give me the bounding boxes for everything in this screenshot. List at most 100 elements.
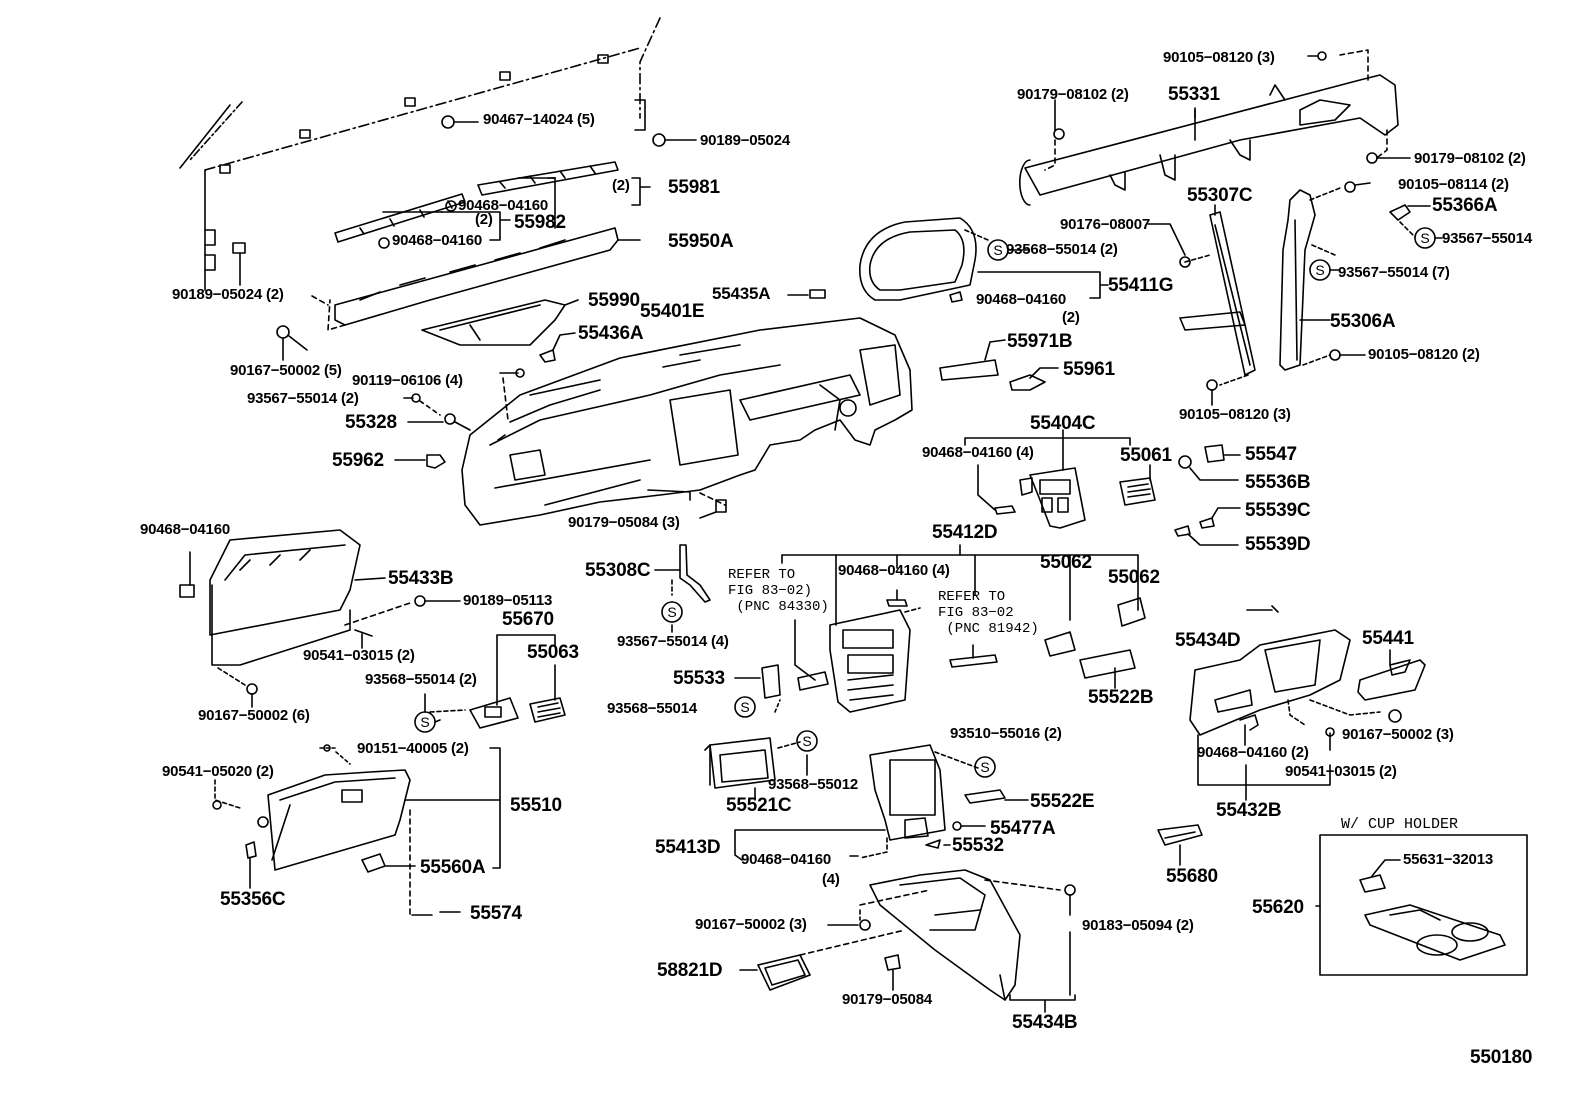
part-55063-register (529, 664, 566, 723)
screw-marker-letter: S (802, 733, 811, 749)
label-55990: 55990 (588, 290, 640, 311)
label-90468-04160-a: 90468−04160 (458, 197, 548, 214)
label-90468-04160-2: 90468−04160 (2) (1197, 744, 1309, 761)
part-55401E-instrument-panel (461, 317, 913, 526)
part-55982-outline (334, 193, 511, 249)
label-55413D: 55413D (655, 837, 721, 858)
label-90468-04160-4-b: 90468−04160 (4) (838, 562, 950, 579)
label-55521C: 55521C (726, 795, 792, 816)
label-55331: 55331 (1168, 84, 1220, 105)
label-55539C: 55539C (1245, 500, 1311, 521)
part-55412D-center-cluster (781, 544, 1146, 713)
part-55306A-bracket (1279, 181, 1371, 371)
label-55434D: 55434D (1175, 630, 1241, 651)
label-55477A: 55477A (990, 818, 1056, 839)
label-90167-50002-5: 90167−50002 (5) (230, 362, 342, 379)
label-55532: 55532 (952, 835, 1004, 856)
label-90541-03015-2-right: 90541−03015 (2) (1285, 763, 1397, 780)
label-55962: 55962 (332, 450, 384, 471)
part-55536B-outline (1178, 455, 1239, 481)
part-55547-outline (1204, 444, 1241, 463)
part-55981-outline (445, 161, 651, 229)
screw-marker-circle (987, 239, 1009, 261)
label-55560A: 55560A (420, 857, 486, 878)
label-90179-08102-2-left: 90179−08102 (2) (1017, 86, 1129, 103)
label-55971B: 55971B (1007, 331, 1073, 352)
label-55436A: 55436A (578, 323, 644, 344)
part-55441-pocket (1357, 649, 1426, 701)
label-55533: 55533 (673, 668, 725, 689)
label-90105-08120-2: 90105−08120 (2) (1368, 346, 1480, 363)
cup-holder-box (1315, 834, 1528, 976)
label-90105-08120-3-bottom: 90105−08120 (3) (1179, 406, 1291, 423)
label-55680: 55680 (1166, 866, 1218, 887)
screw-marker-circle (796, 730, 818, 752)
label-90179-08102-2-right: 90179−08102 (2) (1414, 150, 1526, 167)
screw-marker-letter: S (740, 699, 749, 715)
part-55434B-console (799, 869, 1076, 1013)
fastener-90119-06106 (499, 368, 525, 421)
part-55433B-frame (179, 529, 461, 708)
label-90468-04160-c: 90468−04160 (976, 291, 1066, 308)
part-58821D-tray (739, 954, 811, 991)
screw-marker-letter: S (980, 759, 989, 775)
label-90468-04160-c-qty: (2) (1062, 309, 1080, 326)
label-55547: 55547 (1245, 444, 1297, 465)
label-55062-b: 55062 (1108, 567, 1160, 588)
label-90167-50002-3-bottom: 90167−50002 (3) (695, 916, 807, 933)
screw-marker-circle (1309, 259, 1331, 281)
label-58821D: 58821D (657, 960, 723, 981)
label-55981: 55981 (668, 177, 720, 198)
label-55522B: 55522B (1088, 687, 1154, 708)
label-90468-04160-4-a: 90468−04160 (4) (922, 444, 1034, 461)
part-55404C-cluster-panel (964, 429, 1156, 529)
label-55982-qty: (2) (475, 211, 493, 228)
part-55950A-outline (311, 227, 641, 331)
part-55971B-duct (939, 339, 1006, 381)
label-90176-08007: 90176−08007 (1060, 216, 1150, 233)
label-55435A: 55435A (712, 284, 771, 303)
label-55412D: 55412D (932, 522, 998, 543)
label-90183-05094: 90183−05094 (2) (1082, 917, 1194, 934)
screw-marker-letter: S (993, 242, 1002, 258)
part-55962-outline (394, 454, 446, 469)
screw-marker-letter: S (1315, 262, 1324, 278)
screw-marker-circle (661, 601, 683, 623)
label-93568-55014-2-top: 93568−55014 (2) (1006, 241, 1118, 258)
label-90189-05113: 90189−05113 (463, 592, 553, 609)
label-55404C: 55404C (1030, 413, 1096, 434)
label-55411G: 55411G (1108, 275, 1174, 296)
label-55574: 55574 (470, 903, 522, 924)
label-90167-50002-6: 90167−50002 (6) (198, 707, 310, 724)
screw-marker-circle (414, 711, 436, 733)
label-55961: 55961 (1063, 359, 1115, 380)
part-55533-switch (734, 664, 781, 713)
label-55306A: 55306A (1330, 311, 1396, 332)
label-55539D: 55539D (1245, 534, 1311, 555)
label-55631-32013: 55631−32013 (1403, 851, 1493, 868)
leader-line (434, 719, 441, 723)
label-55401E: 55401E (640, 301, 705, 322)
label-90467-14024: 90467−14024 (5) (483, 111, 595, 128)
refer-note-pnc-84330: REFER TO FIG 83−02) (PNC 84330) (728, 567, 829, 615)
part-55432B-lower-panel (1189, 605, 1402, 801)
label-90468-04160-d: 90468−04160 (140, 521, 230, 538)
part-55411G-meter-hood (858, 217, 1109, 303)
windshield-outline (179, 17, 661, 291)
screw-marker-circle (1414, 227, 1436, 249)
part-55522E-outline (964, 789, 1029, 804)
label-93567-55014-r: 93567−55014 (1442, 230, 1532, 247)
label-55522E: 55522E (1030, 791, 1095, 812)
screw-marker-circle (734, 696, 756, 718)
label-55441: 55441 (1362, 628, 1414, 649)
label-cup-holder-title: W/ CUP HOLDER (1341, 816, 1459, 833)
label-55062-a: 55062 (1040, 552, 1092, 573)
fastener-90167-50002-5 (276, 325, 308, 361)
label-55620: 55620 (1252, 897, 1304, 918)
label-55981-qty: (2) (612, 177, 630, 194)
label-90105-08114: 90105−08114 (2) (1398, 176, 1509, 193)
label-55366A: 55366A (1432, 195, 1498, 216)
label-55307C: 55307C (1187, 185, 1253, 206)
label-55063: 55063 (527, 642, 579, 663)
